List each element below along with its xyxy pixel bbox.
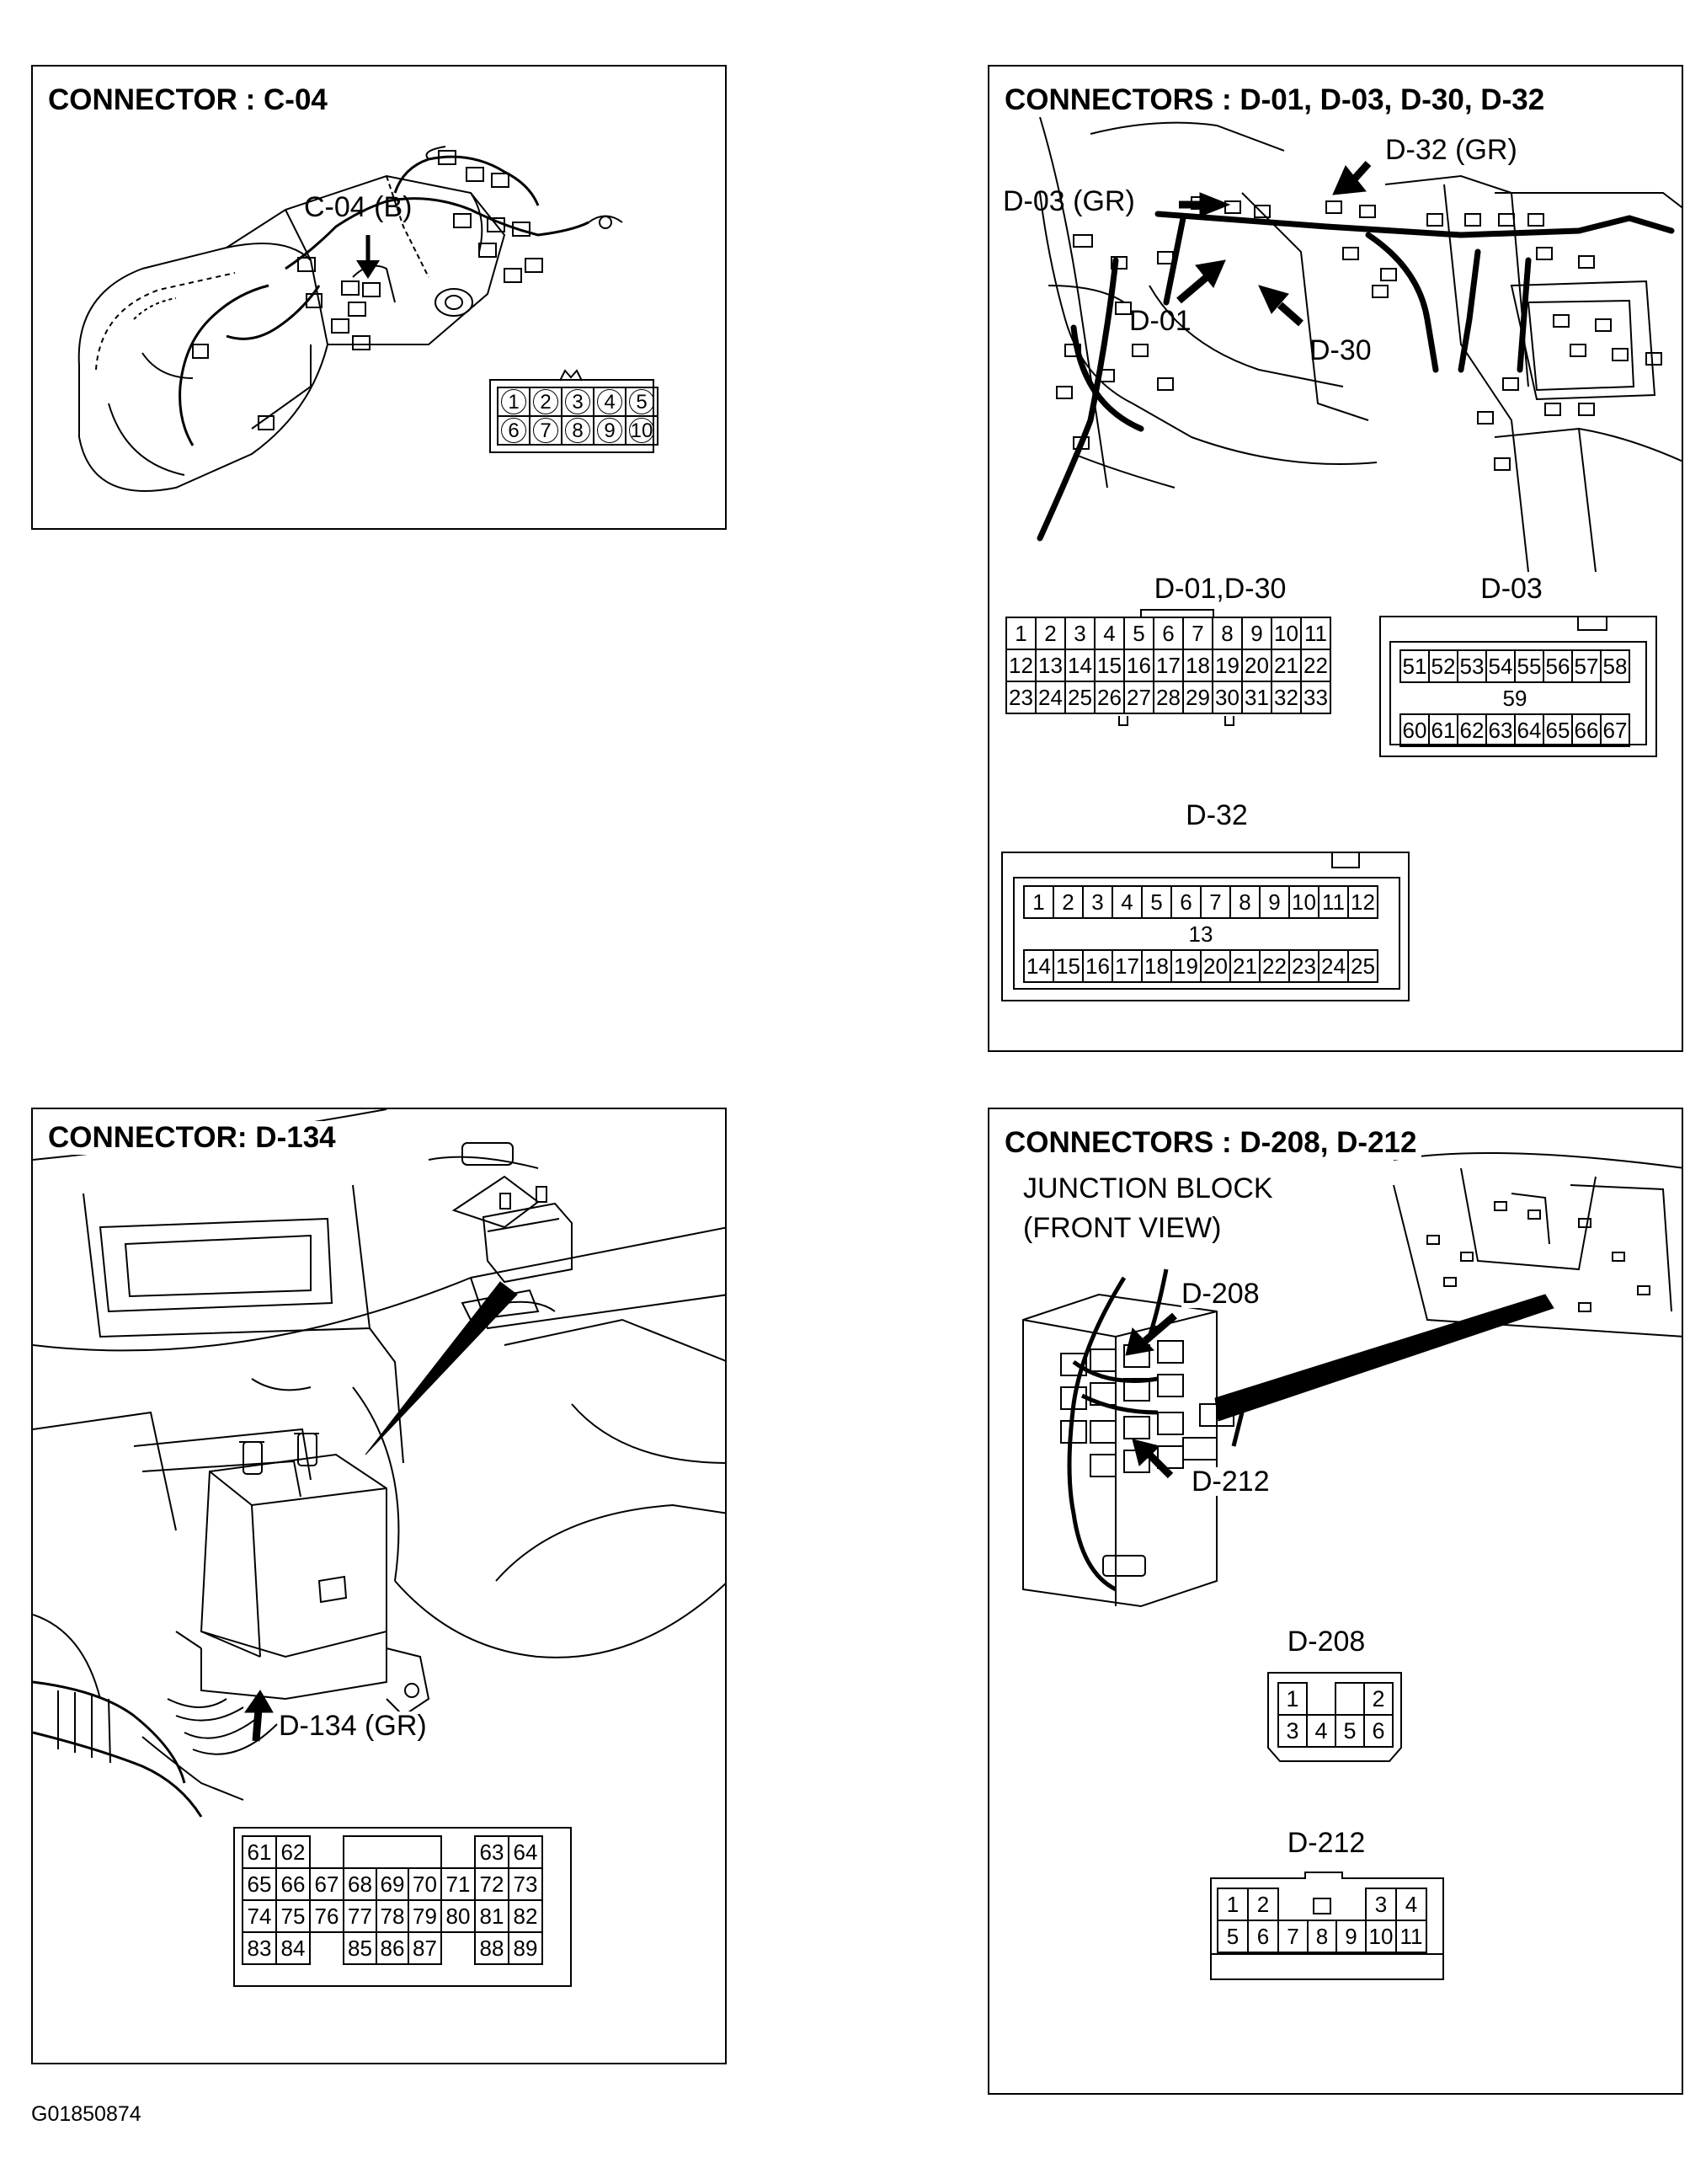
transmission-illustration bbox=[77, 146, 623, 492]
callout-c04: C-04 (B) bbox=[304, 191, 413, 223]
callout-d01: D-01 bbox=[1129, 305, 1192, 337]
connector-title-d212: D-212 bbox=[1287, 1827, 1366, 1859]
dashboard-harness-illustration bbox=[1037, 116, 1682, 572]
panel-connector-d134: CONNECTOR: D-134 D-134 (GR) 61 62 63 64 … bbox=[31, 1108, 727, 2064]
panel-connectors-d208-d212: CONNECTORS : D-208, D-212 JUNCTION BLOCK… bbox=[988, 1108, 1683, 2095]
pin-cell: 9 bbox=[593, 415, 626, 446]
connector-key-icon bbox=[559, 369, 583, 382]
callout-d32: D-32 (GR) bbox=[1385, 134, 1517, 166]
callout-d03: D-03 (GR) bbox=[1003, 185, 1135, 217]
callout-d212: D-212 bbox=[1192, 1466, 1270, 1498]
pin-cell: 8 bbox=[561, 415, 594, 446]
callout-d208: D-208 bbox=[1181, 1278, 1260, 1310]
connector-title-d03: D-03 bbox=[1480, 573, 1543, 605]
pin-cell: 2 bbox=[529, 387, 562, 417]
callout-d134: D-134 (GR) bbox=[279, 1710, 427, 1742]
panel-title: CONNECTOR : C-04 bbox=[48, 83, 333, 117]
connector-title-d208: D-208 bbox=[1287, 1626, 1366, 1658]
junction-block-label-line2: (FRONT VIEW) bbox=[1023, 1212, 1222, 1244]
panel-connector-c04: CONNECTOR : C-04 C-04 (B) 1 2 3 4 5 6 7 … bbox=[31, 65, 727, 530]
pin-cell: 1 bbox=[497, 387, 530, 417]
pin-cell: 10 bbox=[625, 415, 658, 446]
junction-block-illustration bbox=[1022, 1152, 1682, 1608]
pin-cell: 5 bbox=[625, 387, 658, 417]
figure-id: G01850874 bbox=[31, 2102, 141, 2126]
connector-title-d01-d30: D-01,D-30 bbox=[1154, 573, 1287, 605]
pin-cell: 6 bbox=[497, 415, 530, 446]
pin-cell: 4 bbox=[593, 387, 626, 417]
panel-title: CONNECTORS : D-01, D-03, D-30, D-32 bbox=[1005, 83, 1550, 117]
pin-cell: 3 bbox=[561, 387, 594, 417]
junction-block-label-line1: JUNCTION BLOCK bbox=[1023, 1172, 1273, 1204]
panel-title: CONNECTOR: D-134 bbox=[48, 1121, 341, 1155]
panel-connectors-d01-d03-d30-d32: CONNECTORS : D-01, D-03, D-30, D-32 D-03… bbox=[988, 65, 1683, 1052]
callout-d30: D-30 bbox=[1309, 334, 1372, 366]
connector-title-d32: D-32 bbox=[1186, 799, 1248, 831]
connector-c04-face: 1 2 3 4 5 6 7 8 9 10 bbox=[489, 369, 658, 453]
panel-title: CONNECTORS : D-208, D-212 bbox=[1005, 1126, 1422, 1160]
pin-cell: 7 bbox=[529, 415, 562, 446]
